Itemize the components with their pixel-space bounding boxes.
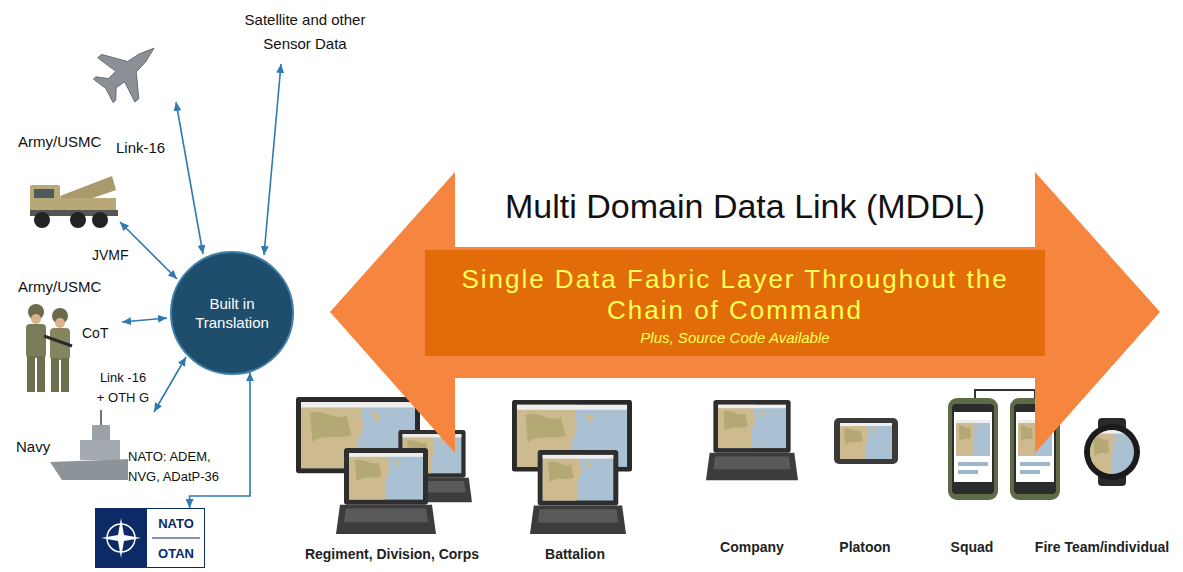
connector-label: NATO: ADEM, NVG, ADatP-36	[128, 447, 234, 486]
echelon-label: Company	[720, 538, 784, 556]
launcher-truck-icon	[30, 176, 118, 228]
translation-circle: Built in Translation	[170, 251, 294, 375]
sensor-label: Satellite and other Sensor Data	[243, 8, 367, 56]
node-text: Built in Translation	[182, 294, 282, 333]
link-label: Link-16	[116, 138, 165, 158]
service-label: Army/USMC	[18, 132, 101, 152]
nato-logo: NATO OTAN	[95, 508, 205, 568]
soldiers-icon	[26, 304, 72, 392]
node-text: NATO	[158, 517, 194, 530]
mddl-arrow: Multi Domain Data Link (MDDL) Single Data…	[330, 172, 1160, 453]
echelon-label: Squad	[951, 538, 994, 556]
link-label: JVMF	[92, 246, 129, 264]
echelon-label: Platoon	[839, 538, 890, 556]
node-text: Multi Domain Data Link (MDDL)	[505, 186, 985, 227]
service-label: Army/USMC	[18, 277, 101, 297]
link-label: CoT	[82, 324, 108, 342]
node-text: Plus, Source Code Available	[425, 328, 1045, 348]
battalion-devices	[512, 400, 632, 534]
node-text: OTAN	[158, 547, 194, 560]
link-label: Link -16 + OTH G	[96, 368, 150, 407]
echelon-label: Regiment, Division, Corps	[305, 545, 479, 563]
data-fabric-band: Single Data Fabric Layer Throughout the …	[425, 250, 1045, 356]
echelon-label: Battalion	[545, 545, 605, 563]
smart-watch	[1084, 418, 1140, 486]
node-text: Single Data Fabric Layer Throughout the …	[425, 264, 1045, 326]
company-laptop	[706, 400, 798, 480]
service-label: Navy	[16, 437, 50, 457]
link-connector	[190, 372, 250, 508]
jet-icon	[85, 26, 173, 113]
echelon-label: Fire Team/individual	[1035, 538, 1169, 556]
platoon-tablet	[834, 418, 898, 464]
